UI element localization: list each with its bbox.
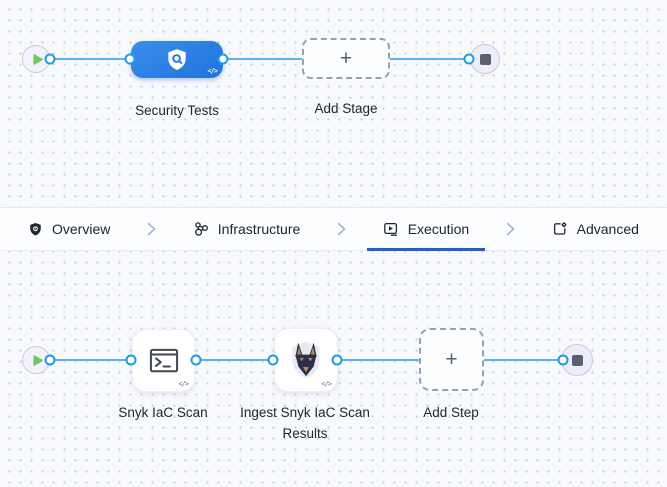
security-shield-icon <box>164 47 190 73</box>
snyk-dog-icon <box>287 339 325 381</box>
connector-port[interactable] <box>331 354 343 366</box>
add-step-label: Add Step <box>423 405 479 420</box>
infrastructure-icon <box>193 221 209 237</box>
step-label: Snyk IaC Scan <box>118 405 208 420</box>
stop-icon <box>571 354 583 366</box>
step-node-snyk-iac-scan[interactable]: </> <box>132 329 195 392</box>
connector-port[interactable] <box>190 354 202 366</box>
connector-port[interactable] <box>44 354 56 366</box>
stop-icon <box>479 53 491 65</box>
add-stage-label: Add Stage <box>314 101 378 116</box>
connector-port[interactable] <box>44 53 56 65</box>
tab-label: Infrastructure <box>217 221 301 237</box>
code-glyph: </> <box>207 67 218 75</box>
connection-line <box>50 58 469 60</box>
stage-config-tab-bar: Overview Infrastructure <box>0 207 667 251</box>
connector-port[interactable] <box>557 354 569 366</box>
tab-execution[interactable]: Execution <box>366 208 486 251</box>
advanced-gear-icon <box>552 221 568 237</box>
connector-port[interactable] <box>124 53 136 65</box>
tab-advanced[interactable]: Advanced <box>536 208 655 250</box>
shield-icon <box>28 222 43 237</box>
tab-infrastructure[interactable]: Infrastructure <box>177 208 316 250</box>
chevron-right-icon <box>337 208 346 250</box>
connector-port[interactable] <box>463 53 475 65</box>
connector-port[interactable] <box>267 354 279 366</box>
tab-label: Advanced <box>576 221 639 237</box>
step-node-ingest-snyk-results[interactable]: </> <box>274 328 338 392</box>
execution-steps-canvas: </> </> + Snyk IaC Scan Ingest Snyk IaC … <box>0 251 667 487</box>
terminal-icon <box>148 347 180 375</box>
stage-node-security-tests[interactable]: </> <box>131 41 223 78</box>
add-step-button[interactable]: + <box>419 328 484 391</box>
tab-overview[interactable]: Overview <box>12 208 126 250</box>
tab-label: Overview <box>52 221 111 237</box>
add-stage-button[interactable]: + <box>302 38 390 79</box>
connector-port[interactable] <box>217 53 229 65</box>
stage-pipeline-canvas: </> + Security Tests Add Stage <box>0 0 667 207</box>
chevron-right-icon <box>506 208 515 250</box>
play-icon <box>31 53 44 66</box>
play-icon <box>31 354 44 367</box>
code-glyph: </> <box>321 380 332 388</box>
execution-play-icon <box>383 221 399 237</box>
chevron-right-icon <box>147 208 156 250</box>
plus-icon: + <box>445 348 458 371</box>
stage-label: Security Tests <box>135 103 219 118</box>
pipeline-end-node[interactable] <box>470 44 500 74</box>
step-label: Ingest Snyk IaC Scan Results <box>240 405 370 441</box>
tab-label: Execution <box>407 221 470 237</box>
connector-port[interactable] <box>125 354 137 366</box>
plus-icon: + <box>339 47 353 70</box>
code-glyph: </> <box>178 380 189 388</box>
